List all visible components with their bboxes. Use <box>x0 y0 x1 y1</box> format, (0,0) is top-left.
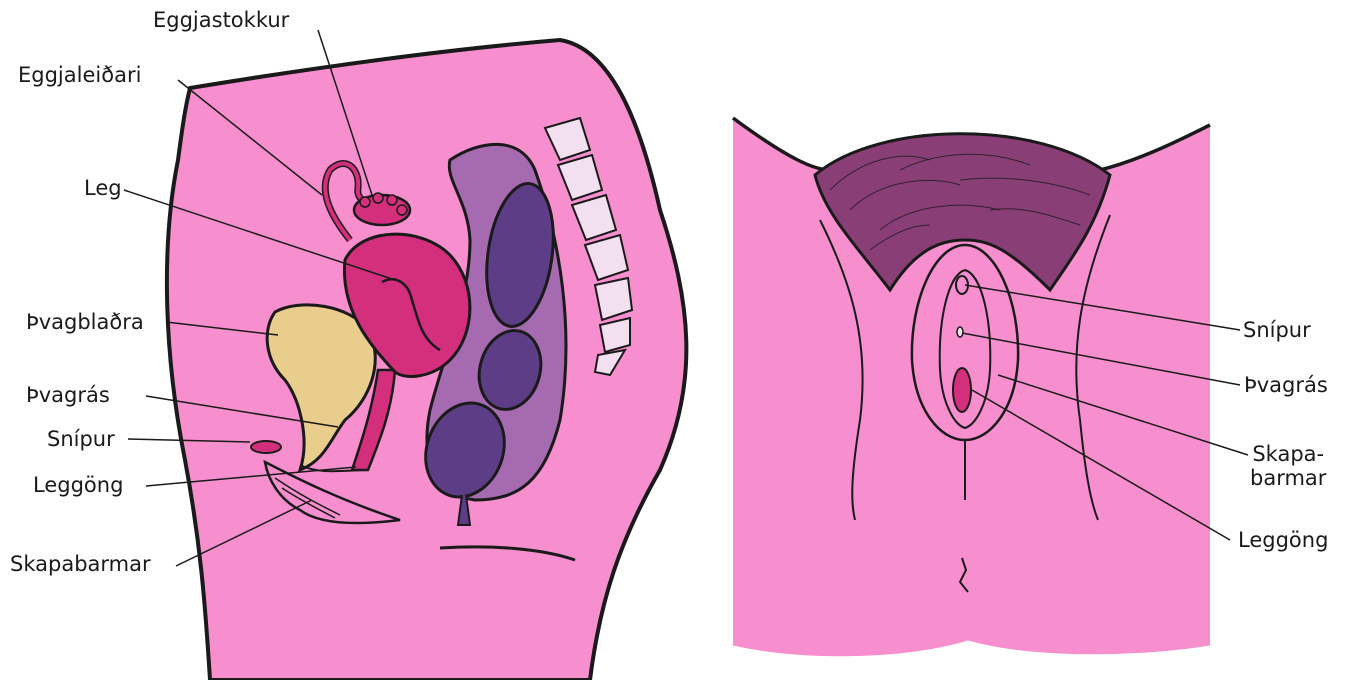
label-clitoris: Snípur <box>47 427 115 451</box>
label-front-labia: Skapa- barmar <box>1250 442 1326 490</box>
label-labia: Skapabarmar <box>10 552 151 576</box>
label-front-urethra: Þvagrás <box>1244 373 1328 397</box>
front-view-illustration <box>733 118 1248 656</box>
label-urethra: Þvagrás <box>26 383 110 407</box>
side-view-illustration <box>124 30 686 680</box>
label-front-labia-line2: barmar <box>1250 466 1326 490</box>
label-ovary: Eggjastokkur <box>153 8 289 32</box>
label-front-labia-line1: Skapa- <box>1250 442 1326 466</box>
label-fallopian-tube: Eggjaleiðari <box>18 63 141 87</box>
label-bladder: Þvagblaðra <box>26 310 144 334</box>
label-front-vagina: Leggöng <box>1238 528 1328 552</box>
front-vaginal-opening <box>953 368 971 412</box>
label-vagina: Leggöng <box>33 473 123 497</box>
side-clitoris <box>251 441 281 453</box>
label-front-clitoris: Snípur <box>1243 318 1311 342</box>
front-urethra <box>957 327 963 337</box>
label-uterus: Leg <box>84 176 122 200</box>
